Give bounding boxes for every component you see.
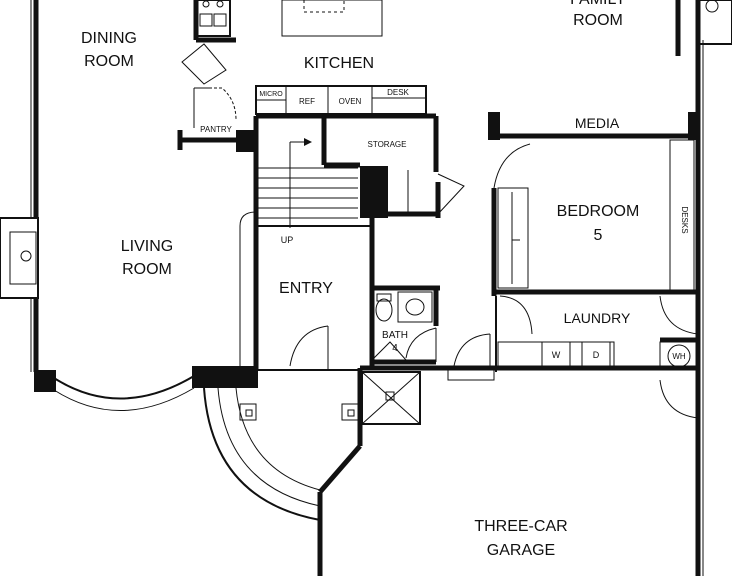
media-label: MEDIA: [575, 115, 620, 131]
bath-label-2: 4: [392, 343, 398, 354]
kitchen-fixtures: [195, 0, 427, 115]
desks-label: DESKS: [680, 206, 689, 233]
micro-label: MICRO: [259, 91, 283, 98]
laundry-label: LAUNDRY: [564, 310, 631, 326]
laundry-fixtures: [497, 341, 699, 371]
desk-label: DESK: [387, 88, 409, 97]
bath-fixtures: [361, 291, 433, 425]
oven-label: OVEN: [339, 97, 362, 106]
bedroom-label-1: BEDROOM: [557, 203, 640, 220]
kitchen-label: KITCHEN: [304, 55, 374, 72]
entry-label: ENTRY: [279, 280, 333, 297]
bedroom-fixtures: [497, 139, 695, 291]
room-labels: DINING ROOM KITCHEN FAMILY ROOM LIVING R…: [81, 0, 639, 559]
washer-label: W: [552, 350, 561, 360]
ref-label: REF: [299, 97, 315, 106]
bedroom-label-2: 5: [594, 227, 603, 244]
dining-room-label-1: DINING: [81, 30, 137, 47]
garage-label-2: GARAGE: [487, 542, 555, 559]
water-heater-label: WH: [672, 352, 686, 361]
living-room-label-1: LIVING: [121, 238, 173, 255]
pantry-label: PANTRY: [200, 125, 232, 134]
living-room-label-2: ROOM: [122, 261, 172, 278]
dining-room-label-2: ROOM: [84, 53, 134, 70]
family-room-label-2: ROOM: [573, 12, 623, 29]
walls: [33, 0, 701, 576]
doors: [181, 43, 699, 521]
stairs-up-label: UP: [281, 235, 294, 245]
fixture-labels: PANTRY MICRO REF OVEN DESK STORAGE UP DE…: [200, 88, 689, 361]
dryer-label: D: [593, 350, 600, 360]
storage-label: STORAGE: [368, 140, 407, 149]
bath-label-1: BATH: [382, 330, 408, 341]
garage-label-1: THREE-CAR: [474, 518, 567, 535]
family-room-label-1: FAMILY: [570, 0, 626, 8]
stairs: [258, 138, 372, 228]
